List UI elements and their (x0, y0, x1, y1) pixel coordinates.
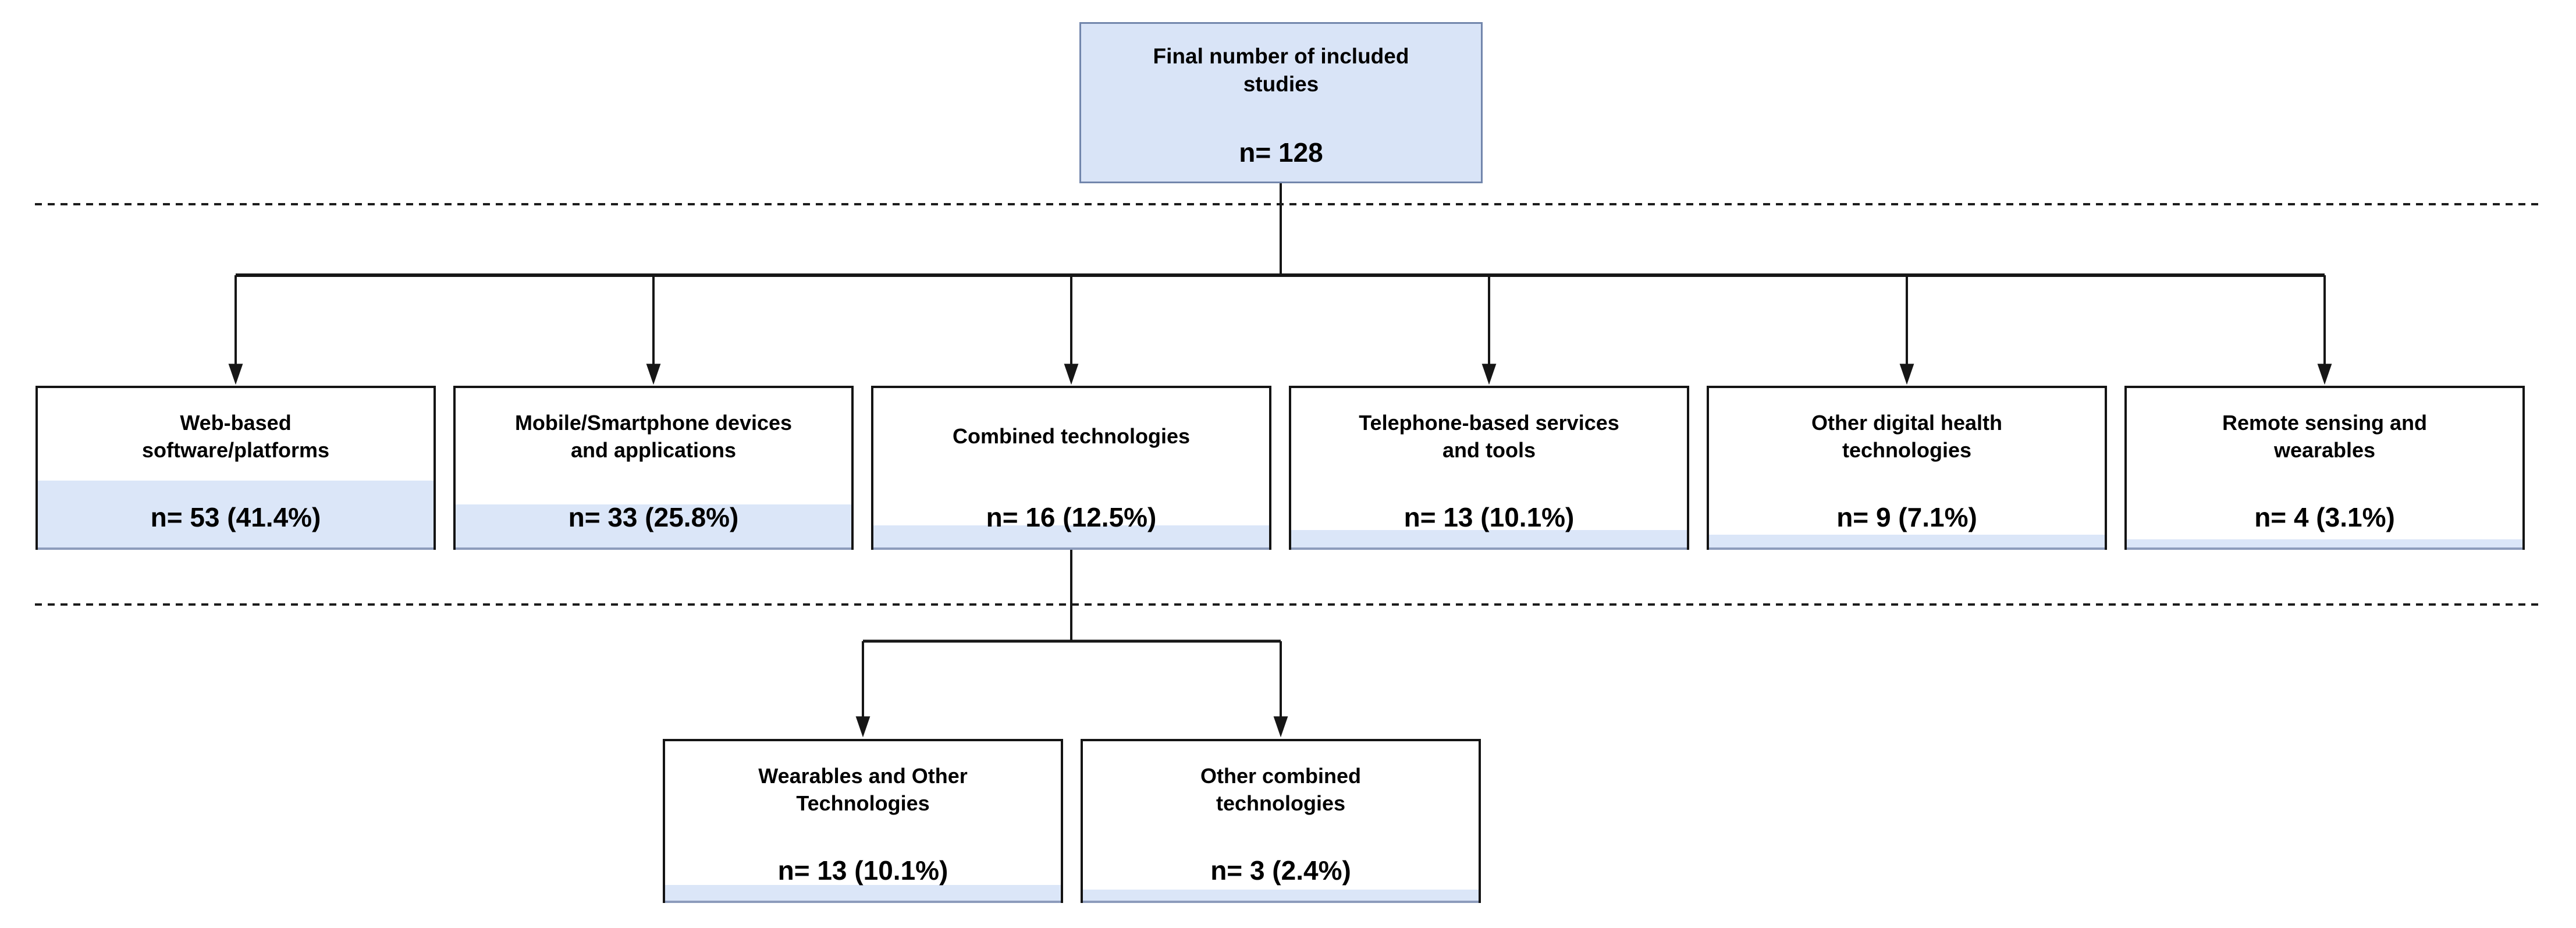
node-title-line2: and applications (570, 438, 737, 462)
node-count: n= 13 (10.1%) (1404, 502, 1575, 532)
node-title-line1: Combined technologies (952, 424, 1191, 448)
node-final-included-studies: Final number of included studies n= 128 (1079, 22, 1483, 183)
node-title: Web-based software/platforms (41, 388, 430, 484)
node-title-line1: Remote sensing and (2222, 410, 2428, 435)
node-title-line2: technologies (1842, 438, 1972, 462)
node-title-line2: studies (1243, 72, 1319, 96)
fill-band (1291, 529, 1687, 547)
fill-band (665, 884, 1061, 901)
node-title: Final number of included studies (1085, 24, 1477, 117)
node-count: n= 3 (2.4%) (1210, 855, 1351, 886)
node-title: Mobile/Smartphone devices and applicatio… (459, 388, 848, 484)
node-title-line1: Mobile/Smartphone devices (514, 410, 793, 435)
fill-band (1709, 535, 2105, 547)
node-title: Other digital health technologies (1712, 388, 2101, 484)
node-count: n= 33 (25.8%) (568, 502, 739, 532)
node-count: n= 128 (1239, 137, 1323, 168)
node-title-line2: software/platforms (141, 438, 330, 462)
phase-separator-top (35, 203, 2541, 205)
node-count: n= 13 (10.1%) (777, 855, 948, 886)
node-title-line1: Other combined (1200, 763, 1362, 788)
node-title-line1: Other digital health (1811, 410, 2003, 435)
fill-band (873, 525, 1269, 547)
node-title-line2: technologies (1216, 791, 1346, 815)
node-title-line1: Web-based (180, 410, 292, 435)
node-count: n= 53 (41.4%) (150, 502, 321, 532)
node-title-line2: Technologies (796, 791, 930, 815)
fill-band (38, 480, 434, 547)
node-count: n= 4 (3.1%) (2254, 502, 2395, 532)
node-title: Other combined technologies (1086, 741, 1475, 837)
node-other-combined-technologies: Other combined technologies n= 3 (2.4%) (1081, 739, 1481, 903)
node-title: Remote sensing and wearables (2130, 388, 2519, 484)
node-wearables-and-other-technologies: Wearables and Other Technologies n= 13 (… (663, 739, 1063, 903)
node-mobile-smartphone-devices: Mobile/Smartphone devices and applicatio… (453, 386, 854, 550)
node-remote-sensing-wearables: Remote sensing and wearables n= 4 (3.1%) (2124, 386, 2525, 550)
node-title-line1: Telephone-based services (1359, 410, 1619, 435)
fill-band (1083, 889, 1479, 901)
node-count: n= 9 (7.1%) (1836, 502, 1977, 532)
fill-band (456, 504, 851, 547)
node-title: Combined technologies (877, 388, 1266, 484)
node-title: Wearables and Other Technologies (669, 741, 1057, 837)
node-title: Telephone-based services and tools (1295, 388, 1683, 484)
node-telephone-based-services: Telephone-based services and tools n= 13… (1289, 386, 1689, 550)
phase-separator-bottom (35, 603, 2541, 606)
node-combined-technologies: Combined technologies n= 16 (12.5%) (871, 386, 1271, 550)
node-count: n= 16 (12.5%) (986, 502, 1157, 532)
node-title-line1: Wearables and Other (758, 763, 968, 788)
node-title-line2: and tools (1442, 438, 1536, 462)
node-web-based-software-platforms: Web-based software/platforms n= 53 (41.4… (35, 386, 436, 550)
node-title-line1: Final number of included (1153, 44, 1409, 68)
node-other-digital-health: Other digital health technologies n= 9 (… (1707, 386, 2107, 550)
fill-band (2127, 539, 2522, 547)
node-title-line2: wearables (2273, 438, 2376, 462)
